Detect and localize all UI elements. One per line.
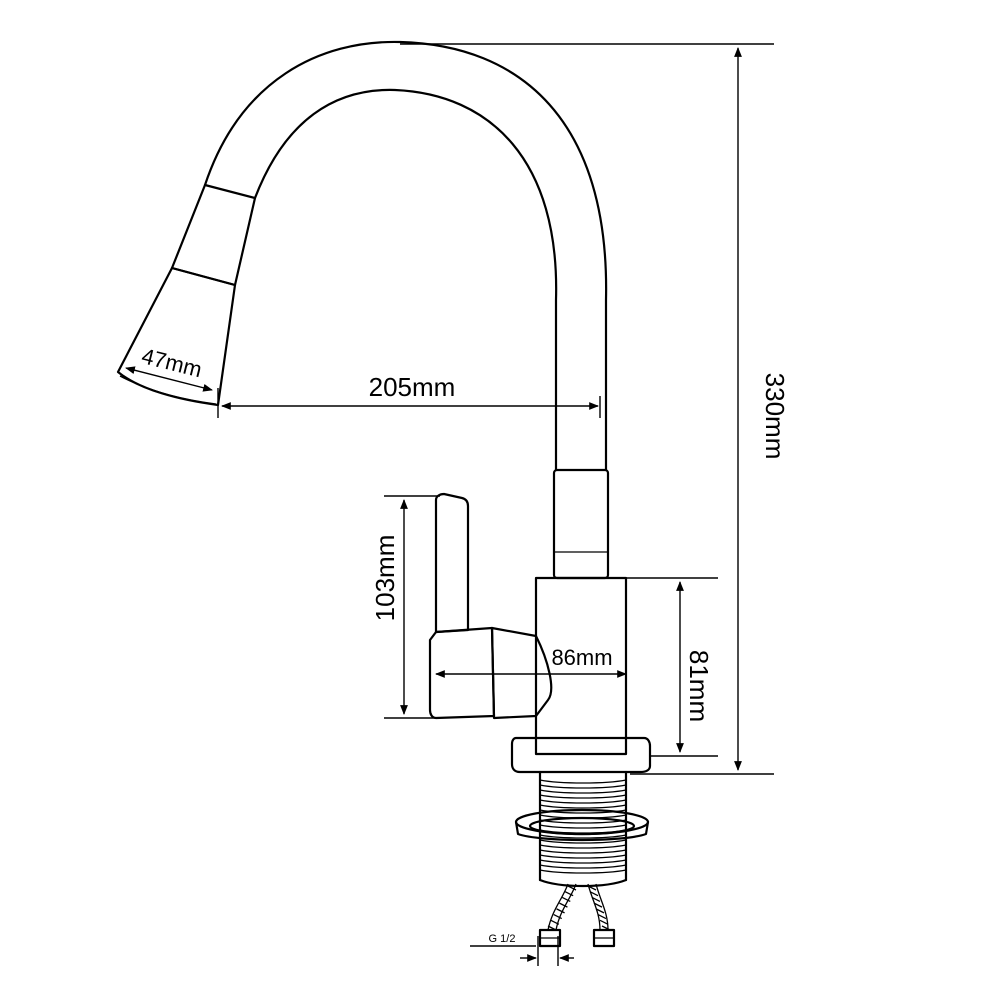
hose-nut-right (592, 928, 616, 948)
braid-mark (587, 885, 597, 891)
spout-collar (552, 468, 610, 580)
thread-line (539, 799, 627, 804)
braid-mark (553, 913, 563, 920)
dim-nozzle: 47mm (125, 343, 213, 392)
supply-hoses (547, 883, 611, 931)
dim-label-reach: 205mm (369, 372, 456, 402)
thread-line (539, 794, 627, 799)
braid-mark (591, 896, 601, 903)
dim-handle-length: 86mm (435, 645, 627, 678)
dim-thread: G 1/2 (470, 933, 574, 966)
threaded-shank (538, 770, 628, 888)
dim-label-thread: G 1/2 (489, 933, 516, 945)
dim-label-handle-length: 86mm (551, 645, 612, 670)
braid-mark (593, 902, 603, 908)
thread-line (539, 804, 627, 809)
braid-mark (559, 902, 568, 908)
thread-line (539, 779, 627, 784)
thread-line (539, 784, 627, 789)
handle-lever (428, 492, 553, 720)
hose-nut-left (538, 928, 562, 948)
thread-line (539, 859, 627, 864)
shank-threads (539, 779, 627, 874)
thread-line (539, 854, 627, 859)
faucet-body (534, 576, 628, 756)
thread-line (539, 839, 627, 844)
dim-label-total-height: 330mm (760, 373, 790, 460)
braid-mark (567, 885, 577, 891)
thread-line (539, 824, 627, 829)
thread-line (539, 849, 627, 854)
thread-line (539, 789, 627, 794)
dim-body-height: 81mm (626, 577, 718, 757)
braid-mark (595, 908, 605, 914)
thread-line (539, 844, 627, 849)
thread-line (539, 834, 627, 839)
braid-mark (564, 891, 574, 897)
dim-total-height: 330mm (400, 43, 790, 775)
dimension-lines: 330mm 205mm 47mm 103mm 86mm (125, 43, 790, 966)
dim-reach: 205mm (217, 372, 601, 418)
dim-label-handle-height: 103mm (370, 535, 400, 622)
thread-line (539, 869, 627, 874)
faucet-drawing (116, 40, 652, 948)
braid-mark (550, 919, 560, 925)
dim-handle-height: 103mm (370, 495, 440, 719)
thread-line (539, 864, 627, 869)
braid-mark (556, 908, 565, 914)
mounting-nut (514, 808, 650, 842)
braid-mark (597, 913, 607, 920)
dim-label-nozzle: 47mm (139, 343, 204, 382)
dim-label-body-height: 81mm (684, 650, 714, 722)
braid-mark (589, 891, 599, 897)
braid-mark (599, 919, 609, 925)
base-plate (510, 736, 652, 774)
braid-mark (561, 896, 571, 903)
hose-braid (547, 885, 611, 931)
